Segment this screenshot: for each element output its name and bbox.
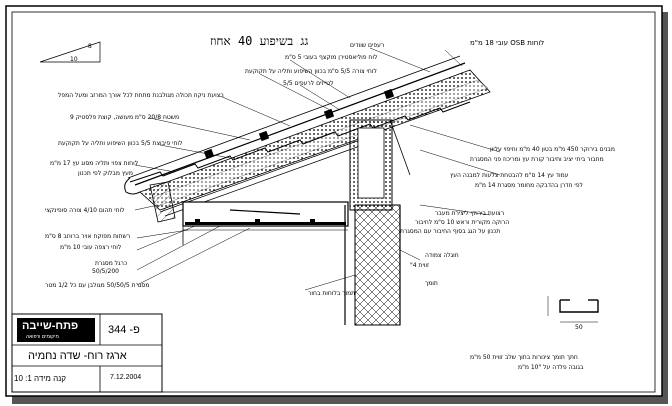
label-eaves-board: לוחות צפוי ותליה מסוג עץ 17 מ"מ bbox=[50, 160, 139, 167]
label-polyethylene: לוח פוליאסטירן מוקצף בעובי 5 ס"מ bbox=[285, 54, 378, 61]
title-block bbox=[11, 313, 163, 393]
label-beam-450-b: מחבור ביתי יציב וחיבור קורת עץ ומריכוז פ… bbox=[470, 156, 604, 163]
label-drip-edge: רצועת ניקוז תכולה מגולבנת מתחת לכל אורך … bbox=[58, 92, 224, 99]
label-tiles: רעפים שוודים bbox=[350, 42, 385, 49]
label-size-50: 50/5/200 bbox=[92, 268, 119, 275]
sheet-number: 344 -פ bbox=[108, 324, 140, 336]
logo-text: פתח-שייבה bbox=[22, 320, 79, 332]
label-batten-mid: לטייזים לרעפים 5/5 bbox=[283, 80, 334, 87]
drawing-title: גג בשיפוע 40 אחוז bbox=[210, 34, 309, 48]
label-battens-under: לוחי פיבוצת 5/5 בכוון השיפוע ותליה על תק… bbox=[58, 140, 183, 147]
label-wood-block-b: לפי חדרן בהדבקה מחומר מסגרת 14 מ"מ bbox=[475, 182, 583, 189]
slope-triangle bbox=[39, 41, 101, 63]
label-beam-450: מבנים בירוקר 450 מ"מ בטון 40 מ"מ וחיפוי … bbox=[490, 146, 615, 153]
eaves-box bbox=[182, 201, 349, 245]
section-note-2: בגובה פלדה על "10 מ"מ bbox=[518, 364, 584, 371]
slope-rise: 8 bbox=[88, 43, 92, 50]
label-sub-frame: מסגרת 50/50/5 מגולבן עם כל 1/2 מטר bbox=[45, 282, 150, 289]
section-detail bbox=[547, 296, 599, 323]
project-name: ארגז רוח- שדה נחמיה bbox=[28, 350, 127, 362]
label-board-50: כרגל מסגרת bbox=[95, 260, 128, 267]
label-wall-45: זווית 4" bbox=[410, 262, 430, 269]
label-roof-lines-2: הרוקה מקורית וראש 10 ס"מ לחיבור bbox=[415, 219, 510, 226]
leader-lines bbox=[134, 47, 501, 291]
label-joint: חוגלה צמודה bbox=[425, 252, 459, 259]
label-roof-lines-3: תכנון על הגג בסוף החיבור עם המסגרת bbox=[400, 228, 501, 235]
roof-assembly bbox=[124, 55, 491, 223]
logo-sub: מיקומים ורפואה bbox=[26, 334, 59, 340]
label-planks-10: לוחי רצפה עובי 10 מ"מ bbox=[60, 244, 122, 251]
label-fixing-mesh: רשתות מפוקח אויר ברוחב 8 ס"מ bbox=[45, 233, 131, 240]
label-wood-block: עמוד עץ 14 ס"מ להבטחת צלעות למבנה העץ bbox=[450, 172, 569, 179]
scale-label: קנה מידה 1: 10 bbox=[14, 374, 66, 383]
label-battens-5x5: לוחי צורה 5/5 ס"מ בכוון השיפוע ותליה על … bbox=[245, 68, 377, 75]
drawing-area-border bbox=[11, 11, 656, 393]
label-ridge-fix: משטח 20/8 ס"מ מעושה, קוצת פלסטיק 9 bbox=[70, 114, 180, 121]
label-board-40: לוחי תהום 4/10 צורה סופינקצי bbox=[45, 207, 125, 214]
section-note-1: חתך תומך צינורות בתוך שלב זווית 50 מ"מ bbox=[470, 354, 578, 361]
slope-value: 10 bbox=[70, 56, 78, 63]
wall-post bbox=[344, 119, 411, 326]
label-wall-wood: תמוך בלוחות בחור bbox=[308, 290, 356, 297]
label-roof-lines: רצועת בירוקי ליצירת מעבר bbox=[435, 210, 505, 217]
label-wall-top: תומך bbox=[425, 280, 438, 287]
label-osb: לוחות OSB עובי 18 מ"מ bbox=[470, 39, 545, 47]
drawing-date: 7.12.2004 bbox=[110, 374, 142, 381]
label-eaves-board-2: מעץ מבלוק לפי תכנון bbox=[78, 170, 133, 177]
section-dim: 50 bbox=[575, 324, 583, 331]
